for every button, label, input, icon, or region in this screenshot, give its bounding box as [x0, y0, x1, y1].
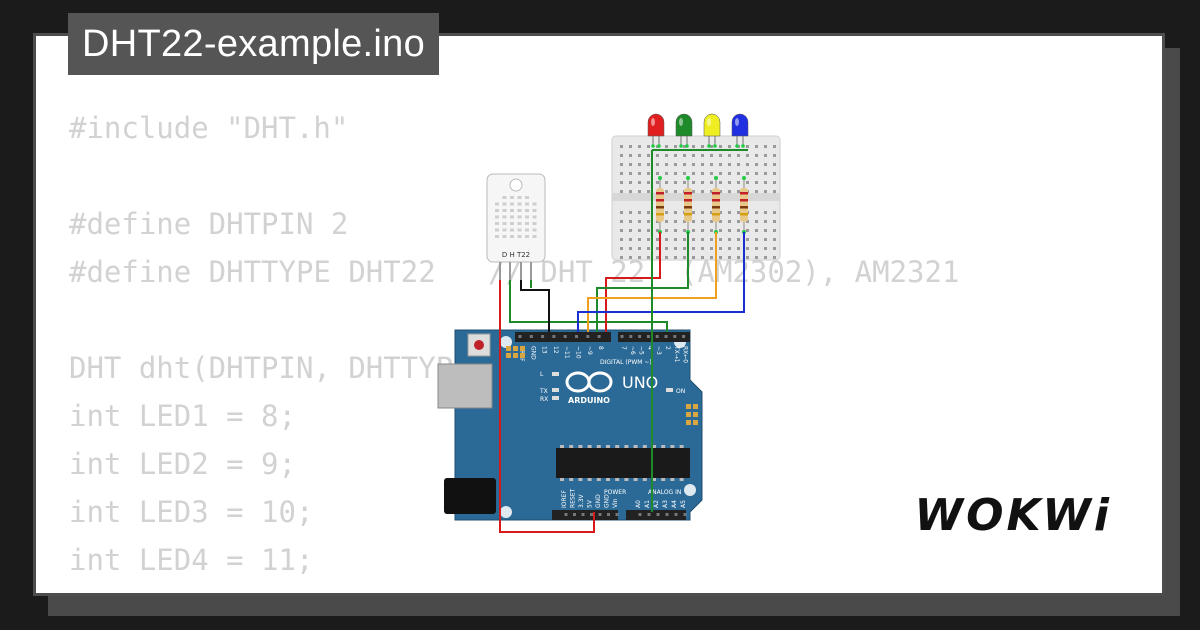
- analog-label: ANALOG IN: [648, 489, 681, 496]
- pin-label: RX←0: [682, 346, 689, 363]
- wires: [499, 149, 748, 533]
- uno-label: UNO: [622, 373, 658, 392]
- digital-label: DIGITAL (PWM ~): [600, 359, 652, 366]
- pin-label: TX→1: [673, 345, 680, 363]
- pin-label: A1: [644, 500, 651, 508]
- pin-label: GND: [529, 346, 536, 360]
- code-line: int LED3 = 10;: [69, 495, 314, 529]
- pin-label: Vin: [612, 498, 619, 508]
- pin-label: A0: [635, 500, 642, 508]
- pin-label: 12: [552, 346, 559, 354]
- l-label: L: [540, 371, 544, 378]
- pin-label: A4: [671, 500, 678, 508]
- leds: [647, 113, 749, 146]
- breadboard: [611, 135, 781, 261]
- code-line: #include "DHT.h": [69, 111, 349, 145]
- resistor: [684, 176, 692, 234]
- code-line: #define DHTTYPE DHT22 // DHT 22 (AM2302)…: [69, 255, 960, 289]
- pin-label: ~10: [575, 346, 582, 359]
- pin-label: 2: [664, 346, 671, 350]
- tx-label: TX: [539, 388, 548, 395]
- sensor-label: D H T22: [502, 251, 530, 259]
- dht22-sensor: D H T22: [486, 173, 546, 280]
- pin-label: ~9: [586, 346, 593, 355]
- resistor: [740, 176, 748, 234]
- pin-label: ~5: [638, 346, 645, 355]
- pin-label: 5V: [587, 499, 594, 508]
- led: [731, 113, 749, 146]
- code-line: int LED2 = 9;: [69, 447, 296, 481]
- led: [675, 113, 693, 146]
- pin-label: 3.3V: [578, 493, 585, 508]
- arduino-logo: ARDUINO: [565, 371, 613, 405]
- pin-label: A5: [680, 500, 687, 508]
- code-line: #define DHTPIN 2: [69, 207, 349, 241]
- project-title[interactable]: DHT22-example.ino: [68, 13, 440, 75]
- preview-card[interactable]: #include "DHT.h" #define DHTPIN 2 #define …: [33, 33, 1165, 596]
- code-line: int LED4 = 11;: [69, 543, 314, 577]
- arduino-text: ARDUINO: [568, 396, 610, 405]
- pin-label: 4: [646, 346, 653, 350]
- pin-label: RESET: [570, 488, 577, 508]
- code-preview: #include "DHT.h" #define DHTPIN 2 #define …: [69, 104, 959, 584]
- resistors: [651, 144, 748, 234]
- pin-label: IOREF: [561, 490, 568, 508]
- pin-label: GND: [595, 494, 602, 508]
- pin-label: ~3: [655, 346, 662, 355]
- led: [647, 113, 665, 146]
- resistor: [712, 176, 720, 234]
- on-label: ON: [676, 388, 685, 395]
- pin-label: A3: [662, 500, 669, 508]
- rx-label: RX: [540, 396, 548, 403]
- pin-label: A2: [653, 500, 660, 508]
- pin-label: GND: [604, 494, 611, 508]
- power-label: POWER: [604, 489, 626, 496]
- pin-label: 8: [597, 346, 604, 350]
- pin-label: 13: [541, 346, 548, 354]
- arduino-uno: ARDUINO UNO DIGITAL (PWM ~) POWER ANALOG…: [437, 329, 703, 521]
- pin-label: ~6: [629, 346, 636, 355]
- code-line: int LED1 = 8;: [69, 399, 296, 433]
- wokwi-logo: WOKWi: [914, 490, 1112, 541]
- resistor: [656, 176, 664, 234]
- led: [703, 113, 721, 146]
- pin-label: 7: [620, 346, 627, 350]
- pin-label: ~11: [563, 346, 570, 359]
